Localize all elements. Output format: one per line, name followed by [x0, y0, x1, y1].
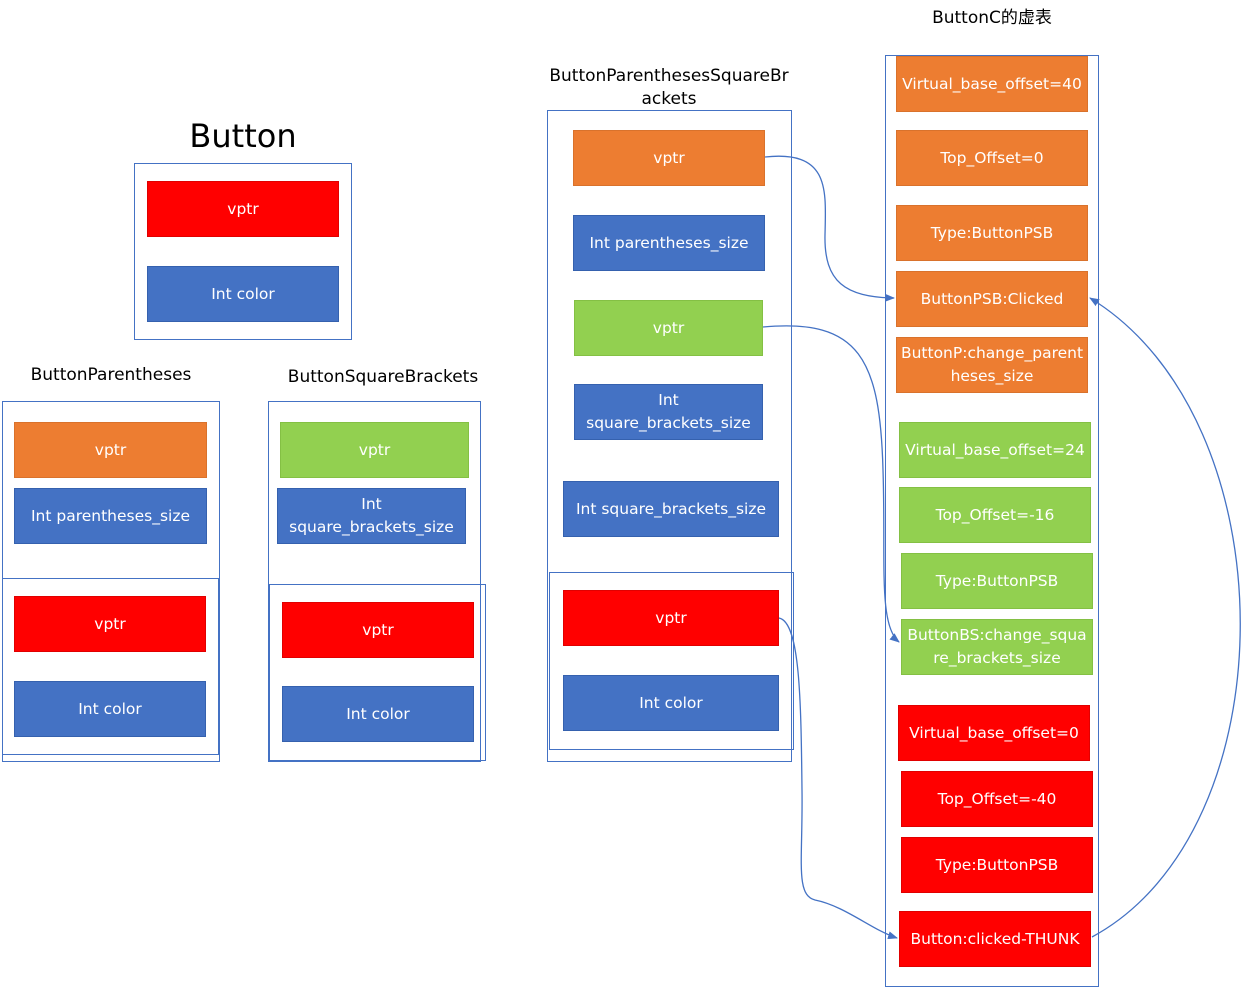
bp-base-color-cell: Int color	[14, 681, 206, 737]
vt-orange-change-parentheses: ButtonP:change_parent heses_size	[896, 337, 1088, 393]
bpsb-vptr1-cell: vptr	[573, 130, 765, 186]
bpsb-base-color-cell: Int color	[563, 675, 779, 731]
button-square-brackets-base-frame	[269, 584, 486, 761]
arrow-red-vptr-to-thunk	[778, 617, 898, 940]
bsb-square-brackets-size-cell: Int square_brackets_size	[277, 488, 466, 544]
vtable-title: ButtonC的虚表	[932, 8, 1052, 28]
vt-green-virtual-base-offset: Virtual_base_offset=24	[899, 422, 1091, 478]
vt-orange-type: Type:ButtonPSB	[896, 205, 1088, 261]
vt-orange-clicked: ButtonPSB:Clicked	[896, 271, 1088, 327]
bsb-base-color-cell: Int color	[282, 686, 474, 742]
vt-green-type: Type:ButtonPSB	[901, 553, 1093, 609]
button-psb-title-line2: ackets	[641, 89, 697, 109]
vt-red-clicked-thunk: Button:clicked-THUNK	[899, 911, 1091, 967]
vt-red-top-offset: Top_Offset=-40	[901, 771, 1093, 827]
bpsb-parentheses-size-cell: Int parentheses_size	[573, 215, 765, 271]
bpsb-own-size-cell: Int square_brackets_size	[563, 481, 779, 537]
button-square-brackets-frame	[268, 401, 481, 762]
arrow-thunk-to-clicked	[1089, 297, 1241, 938]
bsb-base-vptr-cell: vptr	[282, 602, 474, 658]
vt-orange-change-line2: heses_size	[950, 367, 1034, 385]
bp-parentheses-size-cell: Int parentheses_size	[14, 488, 207, 544]
bpsb-square-brackets-size-cell: Int square_brackets_size	[574, 384, 763, 440]
button-parentheses-base-frame	[2, 578, 219, 755]
vt-orange-change-line1: ButtonP:change_parent	[900, 344, 1084, 362]
bpsb-vptr2-cell: vptr	[574, 300, 763, 356]
button-square-brackets-title: ButtonSquareBrackets	[287, 367, 479, 387]
button-vptr-cell: vptr	[147, 181, 339, 237]
bp-base-vptr-cell: vptr	[14, 596, 206, 652]
bsb-size-line1: Int	[361, 495, 382, 513]
bpsb-sq-size-line1: Int	[658, 391, 679, 409]
vt-orange-virtual-base-offset: Virtual_base_offset=40	[896, 56, 1088, 112]
button-frame	[134, 163, 352, 340]
bpsb-base-vptr-cell: vptr	[563, 590, 779, 646]
vt-red-virtual-base-offset: Virtual_base_offset=0	[898, 705, 1090, 761]
vt-green-change-square-brackets: ButtonBS:change_squa re_brackets_size	[901, 619, 1093, 675]
button-psb-title-line1: ButtonParenthesesSquareBr	[549, 66, 789, 86]
bsb-vptr-cell: vptr	[280, 422, 469, 478]
bp-vptr-cell: vptr	[14, 422, 207, 478]
bsb-size-line2: square_brackets_size	[289, 518, 454, 536]
vt-green-change-line1: ButtonBS:change_squa	[907, 626, 1087, 644]
vt-green-change-line2: re_brackets_size	[933, 649, 1061, 667]
vt-red-type: Type:ButtonPSB	[901, 837, 1093, 893]
button-psb-title: ButtonParenthesesSquareBr ackets	[540, 65, 798, 111]
button-parentheses-title: ButtonParentheses	[30, 365, 192, 385]
vt-orange-top-offset: Top_Offset=0	[896, 130, 1088, 186]
button-title: Button	[189, 117, 297, 155]
bpsb-sq-size-line2: square_brackets_size	[586, 414, 751, 432]
vt-green-top-offset: Top_Offset=-16	[899, 487, 1091, 543]
button-color-cell: Int color	[147, 266, 339, 322]
